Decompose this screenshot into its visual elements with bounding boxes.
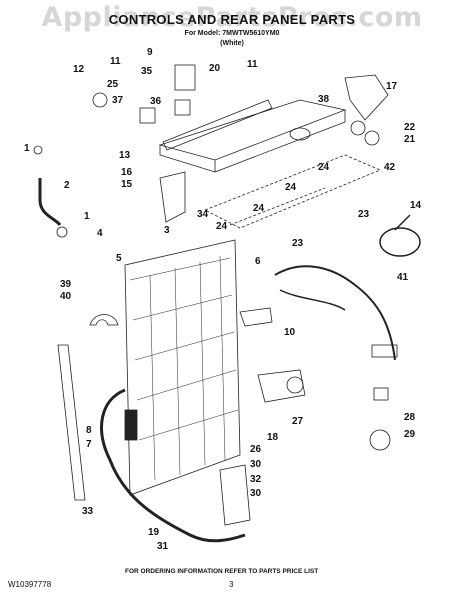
callout-28: 28 — [404, 412, 416, 423]
harness-connector — [371, 344, 398, 358]
callout-13: 13 — [119, 150, 131, 161]
switch-group-outline — [204, 154, 382, 229]
bracket-10 — [239, 307, 273, 327]
doc-number: W10397778 — [8, 580, 52, 589]
part-1-top — [33, 145, 43, 155]
bracket — [89, 314, 119, 326]
callout-24b: 24 — [285, 182, 297, 193]
callout-1a: 1 — [24, 143, 30, 154]
watermark: AppliancePartsPros.com — [41, 2, 423, 33]
callout-16: 16 — [121, 167, 133, 178]
page-title: CONTROLS AND REAR PANEL PARTS — [108, 12, 356, 27]
callout-1b: 1 — [84, 211, 90, 222]
part-28 — [373, 387, 389, 401]
callout-17: 17 — [386, 81, 398, 92]
callout-36: 36 — [150, 96, 162, 107]
model-line: For Model: 7MWTW5610YM0 — [184, 30, 280, 37]
callout-24d: 24 — [216, 221, 228, 232]
callout-39: 39 — [60, 279, 72, 290]
callout-15: 15 — [121, 179, 133, 190]
callout-18: 18 — [267, 432, 279, 443]
callout-8: 8 — [86, 425, 92, 436]
color-line: (White) — [220, 40, 244, 47]
callout-35: 35 — [141, 66, 153, 77]
callout-4: 4 — [97, 228, 103, 239]
callout-9: 9 — [147, 47, 153, 58]
callout-6: 6 — [255, 256, 261, 267]
callout-23a: 23 — [358, 209, 370, 220]
control-panel-strip — [162, 99, 273, 151]
part-27 — [286, 376, 304, 394]
callout-19: 19 — [148, 527, 160, 538]
callout-33: 33 — [82, 506, 94, 517]
console-front — [159, 145, 216, 173]
callout-25: 25 — [107, 79, 119, 90]
inlet-hose — [38, 178, 62, 227]
side-strip — [57, 344, 86, 501]
callout-24c: 24 — [253, 203, 265, 214]
callout-20: 20 — [209, 63, 221, 74]
pump-assembly — [219, 464, 251, 526]
callout-29: 29 — [404, 429, 416, 440]
callout-7: 7 — [86, 439, 92, 450]
callout-14: 14 — [410, 200, 422, 211]
page-number: 3 — [229, 580, 234, 589]
callout-10: 10 — [284, 327, 296, 338]
callout-30b: 30 — [250, 488, 262, 499]
console-end-cap-right — [344, 74, 389, 121]
callout-23b: 23 — [292, 238, 304, 249]
part-29 — [369, 429, 391, 451]
hose-clamp — [124, 409, 138, 441]
part-12 — [92, 92, 108, 108]
console-top — [158, 99, 347, 161]
callout-30a: 30 — [250, 459, 262, 470]
ordering-note: FOR ORDERING INFORMATION REFER TO PARTS … — [125, 568, 319, 575]
callout-26: 26 — [250, 444, 262, 455]
callout-31: 31 — [157, 541, 169, 552]
callout-38: 38 — [318, 94, 330, 105]
callout-11a: 11 — [110, 56, 121, 67]
knob-21 — [364, 130, 380, 146]
callout-40: 40 — [60, 291, 72, 302]
callout-24a: 24 — [318, 162, 330, 173]
wire-harness — [274, 265, 396, 361]
console-knob-opening — [289, 127, 311, 141]
callout-11b: 11 — [247, 59, 258, 70]
part-1-bottom — [56, 226, 68, 238]
part-36 — [174, 99, 191, 116]
callout-27: 27 — [292, 416, 304, 427]
callout-2: 2 — [64, 180, 70, 191]
callout-32: 32 — [250, 474, 262, 485]
part-37 — [139, 107, 156, 124]
knob-22 — [350, 120, 366, 136]
callout-21: 21 — [404, 134, 416, 145]
callout-41: 41 — [397, 272, 409, 283]
drain-hose — [100, 388, 246, 543]
console-end-cap — [159, 171, 186, 223]
callout-5: 5 — [116, 253, 122, 264]
part-18 — [257, 369, 306, 403]
part-9 — [174, 64, 196, 91]
callout-34: 34 — [197, 209, 209, 220]
callout-3: 3 — [164, 225, 170, 236]
callout-22: 22 — [404, 122, 416, 133]
power-cord — [379, 227, 421, 257]
callout-37: 37 — [112, 95, 124, 106]
callout-42: 42 — [384, 162, 396, 173]
callout-12: 12 — [73, 64, 85, 75]
